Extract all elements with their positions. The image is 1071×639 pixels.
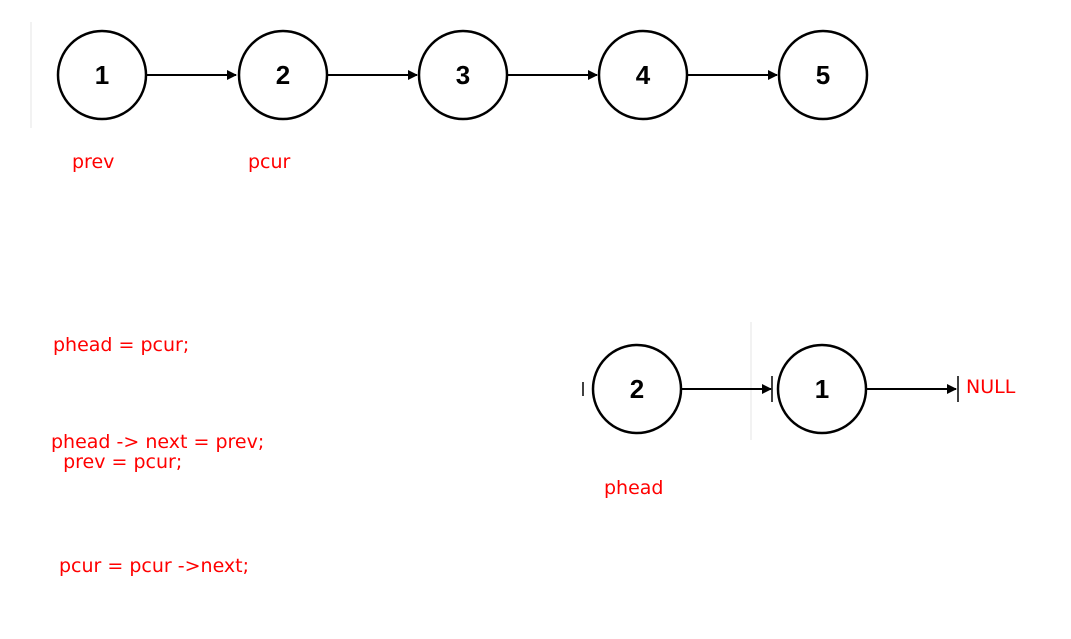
code-line-phead-assign: phead = pcur; — [53, 334, 190, 356]
bottom-linked-list: 2 1 — [582, 322, 959, 440]
node-5: 5 — [777, 29, 869, 121]
pcur-pointer-label: pcur — [248, 151, 291, 173]
code-line-prev-assign: prev = pcur; — [51, 451, 183, 473]
prev-pointer-label: prev — [72, 151, 115, 173]
null-label: NULL — [966, 376, 1016, 398]
svg-text:4: 4 — [636, 60, 651, 90]
bottom-node-1: 1 — [776, 343, 868, 435]
node-4: 4 — [597, 29, 689, 121]
bottom-node-2: 2 — [591, 343, 683, 435]
code-line-next-assign: phead -> next = prev; — [51, 431, 265, 453]
svg-text:2: 2 — [276, 60, 290, 90]
svg-text:3: 3 — [456, 60, 470, 90]
svg-text:2: 2 — [630, 374, 644, 404]
node-2: 2 — [237, 29, 329, 121]
top-linked-list: 1 2 3 4 5 — [30, 22, 869, 128]
node-1: 1 — [56, 29, 148, 121]
node-3: 3 — [417, 29, 509, 121]
svg-text:5: 5 — [816, 60, 830, 90]
phead-pointer-label: phead — [604, 477, 664, 499]
svg-text:1: 1 — [95, 60, 109, 90]
code-line-pcur-advance: pcur = pcur ->next; — [59, 555, 250, 577]
svg-text:1: 1 — [815, 374, 829, 404]
